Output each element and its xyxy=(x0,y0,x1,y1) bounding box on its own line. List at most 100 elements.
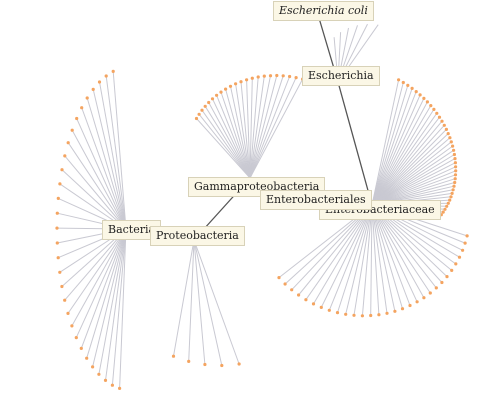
enterobacteriaceae-leaf-dot[interactable] xyxy=(465,234,469,238)
enterobacteriaceae-leaf-dot[interactable] xyxy=(442,123,446,127)
enterobacteriaceae-leaf-dot[interactable] xyxy=(441,210,445,214)
enterobacteriaceae-leaf-dot[interactable] xyxy=(344,312,348,316)
enterobacteriaceae-leaf-dot[interactable] xyxy=(454,169,458,173)
enterobacteriaceae-leaf-dot[interactable] xyxy=(437,115,442,119)
enterobacteriaceae-leaf-dot[interactable] xyxy=(377,313,381,317)
enterobacteriaceae-leaf-dot[interactable] xyxy=(393,309,397,313)
enterobacteriaceae-leaf-dot[interactable] xyxy=(452,152,456,157)
bacteria-leaf-dot[interactable] xyxy=(110,383,114,387)
gammaproteobacteria-leaf-dot[interactable] xyxy=(234,82,238,86)
node-escherichia[interactable]: Escherichia xyxy=(302,66,380,86)
bacteria-leaf-dot[interactable] xyxy=(85,96,89,100)
enterobacteriaceae-leaf-dot[interactable] xyxy=(429,104,433,108)
enterobacteriaceae-leaf-dot[interactable] xyxy=(440,119,444,123)
bacteria-leaf-dot[interactable] xyxy=(58,182,62,186)
enterobacteriaceae-leaf-dot[interactable] xyxy=(453,177,457,181)
gammaproteobacteria-leaf-dot[interactable] xyxy=(256,75,260,79)
enterobacteriaceae-leaf-dot[interactable] xyxy=(450,191,454,195)
bacteria-leaf-dot[interactable] xyxy=(74,336,78,340)
enterobacteriaceae-leaf-dot[interactable] xyxy=(290,288,294,292)
proteobacteria-leaf-dot[interactable] xyxy=(237,362,241,366)
enterobacteriaceae-leaf-dot[interactable] xyxy=(422,96,426,100)
enterobacteriaceae-leaf-dot[interactable] xyxy=(327,308,331,312)
enterobacteriaceae-leaf-dot[interactable] xyxy=(450,268,454,272)
enterobacteriaceae-leaf-dot[interactable] xyxy=(410,86,414,90)
proteobacteria-leaf-dot[interactable] xyxy=(203,362,207,367)
gammaproteobacteria-leaf-dot[interactable] xyxy=(194,116,199,121)
bacteria-leaf-dot[interactable] xyxy=(56,196,60,200)
node-proteobacteria[interactable]: Proteobacteria xyxy=(150,226,245,246)
bacteria-leaf-dot[interactable] xyxy=(79,346,83,350)
gammaproteobacteria-leaf-dot[interactable] xyxy=(228,84,233,88)
enterobacteriaceae-leaf-dot[interactable] xyxy=(319,305,323,309)
node-gammaproteobacteria[interactable]: Gammaproteobacteria xyxy=(188,177,326,197)
enterobacteriaceae-leaf-dot[interactable] xyxy=(454,165,458,169)
bacteria-leaf-dot[interactable] xyxy=(91,365,95,369)
gammaproteobacteria-leaf-dot[interactable] xyxy=(262,74,266,78)
bacteria-leaf-dot[interactable] xyxy=(56,256,60,260)
node-bacteria[interactable]: Bacteria xyxy=(102,220,162,240)
gammaproteobacteria-leaf-dot[interactable] xyxy=(203,104,207,108)
enterobacteriaceae-leaf-dot[interactable] xyxy=(453,180,457,185)
enterobacteriaceae-leaf-dot[interactable] xyxy=(352,313,356,317)
enterobacteriaceae-leaf-dot[interactable] xyxy=(418,93,422,97)
gammaproteobacteria-leaf-dot[interactable] xyxy=(275,73,279,78)
enterobacteriaceae-leaf-dot[interactable] xyxy=(452,148,456,152)
enterobacteriaceae-leaf-dot[interactable] xyxy=(406,83,410,87)
gammaproteobacteria-leaf-dot[interactable] xyxy=(215,93,219,97)
bacteria-leaf-dot[interactable] xyxy=(75,116,79,121)
gammaproteobacteria-leaf-dot[interactable] xyxy=(219,90,223,94)
enterobacteriaceae-leaf-dot[interactable] xyxy=(432,107,436,111)
enterobacteriaceae-leaf-dot[interactable] xyxy=(453,173,458,177)
bacteria-leaf-dot[interactable] xyxy=(55,211,59,215)
bacteria-leaf-dot[interactable] xyxy=(66,141,70,145)
bacteria-leaf-dot[interactable] xyxy=(58,270,62,274)
enterobacteriaceae-leaf-dot[interactable] xyxy=(451,144,455,148)
proteobacteria-leaf-dot[interactable] xyxy=(220,363,224,368)
enterobacteriaceae-leaf-dot[interactable] xyxy=(400,307,405,311)
enterobacteriaceae-leaf-dot[interactable] xyxy=(415,300,419,304)
enterobacteriaceae-leaf-dot[interactable] xyxy=(449,195,453,199)
enterobacteriaceae-leaf-dot[interactable] xyxy=(401,80,405,85)
enterobacteriaceae-leaf-dot[interactable] xyxy=(445,204,449,208)
bacteria-leaf-dot[interactable] xyxy=(104,74,108,78)
bacteria-leaf-dot[interactable] xyxy=(70,128,74,132)
gammaproteobacteria-leaf-dot[interactable] xyxy=(294,76,298,80)
gammaproteobacteria-leaf-dot[interactable] xyxy=(250,76,254,80)
node-enterobacteriales[interactable]: Enterobacteriales xyxy=(260,190,372,210)
bacteria-leaf-dot[interactable] xyxy=(63,298,67,302)
gammaproteobacteria-leaf-dot[interactable] xyxy=(210,97,215,101)
enterobacteriaceae-leaf-dot[interactable] xyxy=(428,291,432,295)
enterobacteriaceae-leaf-dot[interactable] xyxy=(449,140,453,144)
enterobacteriaceae-leaf-dot[interactable] xyxy=(463,241,467,245)
bacteria-leaf-dot[interactable] xyxy=(60,168,64,172)
enterobacteriaceae-leaf-dot[interactable] xyxy=(304,298,308,302)
bacteria-leaf-dot[interactable] xyxy=(60,284,64,289)
bacteria-leaf-dot[interactable] xyxy=(91,87,95,91)
enterobacteriaceae-leaf-dot[interactable] xyxy=(408,303,412,308)
enterobacteriaceae-leaf-dot[interactable] xyxy=(445,275,449,279)
enterobacteriaceae-leaf-dot[interactable] xyxy=(461,248,465,252)
gammaproteobacteria-leaf-dot[interactable] xyxy=(288,74,292,79)
gammaproteobacteria-leaf-dot[interactable] xyxy=(245,78,249,82)
enterobacteriaceae-leaf-dot[interactable] xyxy=(451,188,455,192)
bacteria-leaf-dot[interactable] xyxy=(103,378,108,382)
enterobacteriaceae-leaf-dot[interactable] xyxy=(414,90,418,94)
enterobacteriaceae-leaf-dot[interactable] xyxy=(360,314,364,318)
bacteria-leaf-dot[interactable] xyxy=(70,324,74,328)
bacteria-leaf-dot[interactable] xyxy=(97,80,102,84)
enterobacteriaceae-leaf-dot[interactable] xyxy=(453,161,457,165)
gammaproteobacteria-leaf-dot[interactable] xyxy=(197,112,201,116)
gammaproteobacteria-leaf-dot[interactable] xyxy=(207,100,211,105)
enterobacteriaceae-leaf-dot[interactable] xyxy=(453,157,457,161)
enterobacteriaceae-leaf-dot[interactable] xyxy=(297,293,301,297)
gammaproteobacteria-leaf-dot[interactable] xyxy=(281,74,285,78)
gammaproteobacteria-leaf-dot[interactable] xyxy=(224,87,228,91)
gammaproteobacteria-leaf-dot[interactable] xyxy=(200,108,204,112)
enterobacteriaceae-leaf-dot[interactable] xyxy=(335,311,340,315)
enterobacteriaceae-leaf-dot[interactable] xyxy=(457,255,462,259)
bacteria-leaf-dot[interactable] xyxy=(55,226,59,230)
enterobacteriaceae-leaf-dot[interactable] xyxy=(425,100,429,104)
enterobacteriaceae-leaf-dot[interactable] xyxy=(452,184,456,188)
enterobacteriaceae-leaf-dot[interactable] xyxy=(443,207,447,211)
